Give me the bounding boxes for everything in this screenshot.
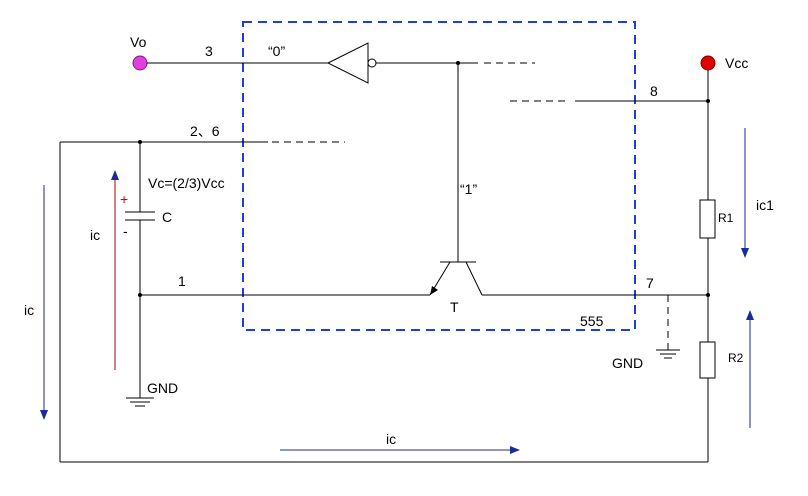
bottom-current-arrow-icon (510, 446, 520, 454)
label-capacitor: C (162, 209, 172, 225)
transistor-collector (465, 261, 483, 296)
inverter-gate (326, 42, 369, 84)
label-gnd-left: GND (147, 380, 178, 396)
label-ic-cap: ic (90, 227, 100, 243)
label-pin1: 1 (178, 273, 186, 289)
label-chip-555: 555 (580, 313, 604, 329)
ic1-current-arrow-icon (741, 248, 749, 258)
label-vcc: Vcc (725, 55, 748, 71)
vcc-terminal (700, 55, 716, 71)
left-current-arrow-icon (40, 410, 48, 420)
r2-current-arrow-icon (746, 310, 754, 320)
label-vc-eq: Vc=(2/3)Vcc (148, 175, 225, 191)
label-base-state: “1” (460, 181, 477, 197)
label-vo: Vo (130, 34, 147, 50)
cap-current-arrow-icon (111, 170, 119, 180)
label-pin3: 3 (205, 43, 213, 59)
label-pin26: 2、6 (190, 123, 220, 139)
label-ic-bottom: ic (386, 431, 396, 447)
resistor-r2 (699, 341, 716, 379)
label-r1: R1 (718, 211, 734, 225)
vo-terminal (132, 55, 148, 71)
label-cap-minus: - (123, 223, 128, 239)
resistor-r1 (699, 199, 716, 239)
label-gnd-right: GND (612, 355, 643, 371)
label-transistor: T (450, 299, 459, 315)
label-pin8: 8 (650, 83, 658, 99)
label-r2: R2 (728, 351, 744, 365)
label-ic1: ic1 (756, 197, 774, 213)
label-out-state: “0” (268, 43, 285, 59)
inverter-bubble (367, 58, 377, 68)
label-cap-plus: + (120, 191, 128, 207)
label-ic-left: ic (24, 302, 34, 318)
transistor-emitter-arrow (430, 286, 438, 295)
label-pin7: 7 (646, 275, 654, 291)
chip-555-boundary (242, 21, 636, 331)
